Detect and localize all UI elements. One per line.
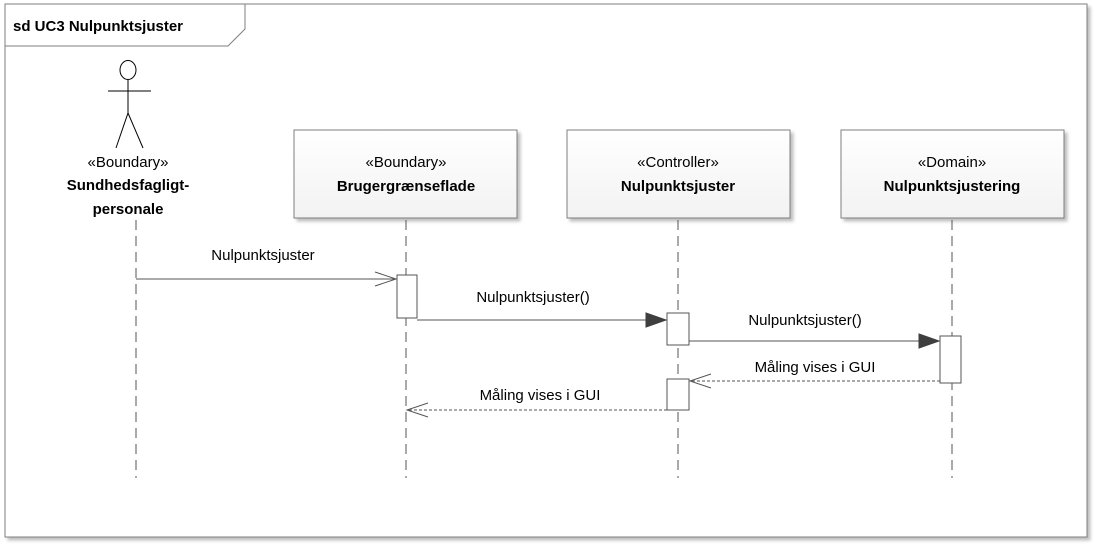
lifeline-box-brugergraenseflade: «Boundary» Brugergrænseflade [293, 129, 518, 219]
lifeline-name: Nulpunktsjuster [621, 178, 735, 195]
activation-bar [939, 335, 962, 384]
reply-arrow [405, 402, 667, 418]
message-label: Måling vises i GUI [755, 359, 876, 376]
lifeline-box-nulpunktsjuster: «Controller» Nulpunktsjuster [566, 129, 791, 219]
message-arrow [136, 271, 398, 287]
frame-title: sd UC3 Nulpunktsjuster [13, 18, 183, 35]
activation-bar [396, 274, 418, 319]
message-label: Nulpunktsjuster [211, 247, 314, 264]
lifeline-name: Nulpunktsjustering [884, 178, 1021, 195]
actor-name-line1: Sundhedsfagligt- [67, 177, 190, 194]
lifeline-box-nulpunktsjustering: «Domain» Nulpunktsjustering [840, 129, 1065, 219]
diagram-frame [4, 3, 1088, 538]
message-label: Nulpunktsjuster() [476, 289, 589, 306]
lifeline-stereotype: «Domain» [918, 154, 986, 171]
lifeline-name: Brugergrænseflade [337, 178, 475, 195]
message-label: Måling vises i GUI [480, 387, 601, 404]
message-label: Nulpunktsjuster() [748, 312, 861, 329]
actor-stereotype: «Boundary» [88, 154, 169, 171]
actor-name-line2: personale [93, 201, 164, 218]
activation-bar [666, 378, 690, 411]
message-arrow [689, 333, 941, 349]
actor-icon [108, 60, 151, 149]
frame-title-tab [4, 3, 246, 47]
lifeline-stereotype: «Controller» [637, 154, 719, 171]
reply-arrow [688, 373, 940, 389]
lifeline-stereotype: «Boundary» [366, 154, 447, 171]
activation-bar [666, 312, 690, 346]
message-arrow [417, 312, 668, 328]
